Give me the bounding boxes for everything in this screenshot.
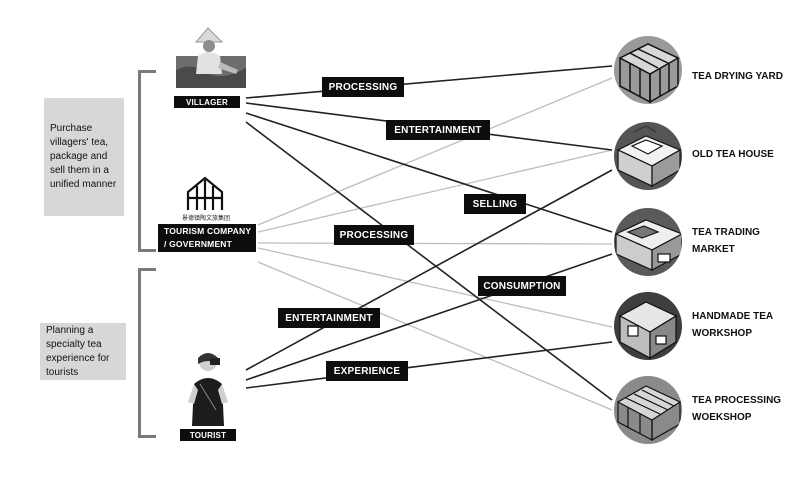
selling-label: SELLING xyxy=(464,194,526,214)
link-company-handmade xyxy=(257,247,613,328)
drying-yard-label: TEA DRYING YARD xyxy=(692,71,783,82)
entertainment-low-text: ENTERTAINMENT xyxy=(285,312,373,324)
link-villager-processing xyxy=(245,121,613,401)
link-villager-dryingyard xyxy=(245,65,613,99)
experience-label: EXPERIENCE xyxy=(326,361,408,381)
link-tourist-teahouse xyxy=(245,169,613,371)
link-tourist-trading xyxy=(245,253,613,381)
drying-yard-icon xyxy=(614,36,682,104)
villager-photo xyxy=(176,27,246,88)
tourist-label-text: TOURIST xyxy=(189,430,227,440)
tourist-note: Planning a specialty tea experience for … xyxy=(40,323,126,380)
processing-top-text: PROCESSING xyxy=(328,81,398,93)
bracket-top xyxy=(138,70,156,252)
link-company-trading xyxy=(257,242,613,245)
company-logo-caption: 景德镇陶文旅集团 xyxy=(181,215,230,222)
handmade-workshop-icon xyxy=(614,292,682,360)
consumption-text: CONSUMPTION xyxy=(483,280,561,292)
tea-house-icon xyxy=(614,122,682,190)
link-company-processing xyxy=(257,261,613,411)
processing-workshop-icon xyxy=(614,376,682,444)
villager-label-text: VILLAGER xyxy=(185,97,229,107)
company-logo-icon xyxy=(186,176,224,210)
trading-market-icon xyxy=(614,208,682,276)
link-tourist-handmade xyxy=(245,341,613,389)
processing-top-label: PROCESSING xyxy=(322,77,404,97)
entertainment-top-label: ENTERTAINMENT xyxy=(386,120,490,140)
bracket-bottom xyxy=(138,268,156,438)
link-company-teahouse xyxy=(257,149,613,233)
villager-note: Purchase villagers' tea, package and sel… xyxy=(44,98,124,216)
company-label-line1: TOURISM COMPANY xyxy=(164,226,252,236)
villager-note-text: Purchase villagers' tea, package and sel… xyxy=(50,123,117,190)
trading-market-label: TEA TRADING MARKET xyxy=(692,227,760,255)
experience-text: EXPERIENCE xyxy=(333,365,401,377)
link-villager-trading xyxy=(245,112,613,233)
entertainment-low-label: ENTERTAINMENT xyxy=(278,308,380,328)
selling-text: SELLING xyxy=(472,198,518,210)
villager-label: VILLAGER xyxy=(174,96,240,108)
tourist-label: TOURIST xyxy=(180,429,236,441)
tourist-note-text: Planning a specialty tea experience for … xyxy=(46,324,110,378)
consumption-label: CONSUMPTION xyxy=(478,276,566,296)
company-label: TOURISM COMPANY / GOVERNMENT xyxy=(158,224,256,252)
processing-mid-label: PROCESSING xyxy=(334,225,414,245)
link-company-dryingyard xyxy=(257,77,613,226)
old-tea-house-label: OLD TEA HOUSE xyxy=(692,149,774,160)
processing-mid-text: PROCESSING xyxy=(339,229,409,241)
tourist-photo xyxy=(188,353,228,426)
company-label-line2: / GOVERNMENT xyxy=(164,239,233,249)
handmade-workshop-label: HANDMADE TEA WORKSHOP xyxy=(692,311,774,339)
processing-workshop-label: TEA PROCESSING WOEKSHOP xyxy=(692,395,782,423)
entertainment-top-text: ENTERTAINMENT xyxy=(394,124,482,136)
